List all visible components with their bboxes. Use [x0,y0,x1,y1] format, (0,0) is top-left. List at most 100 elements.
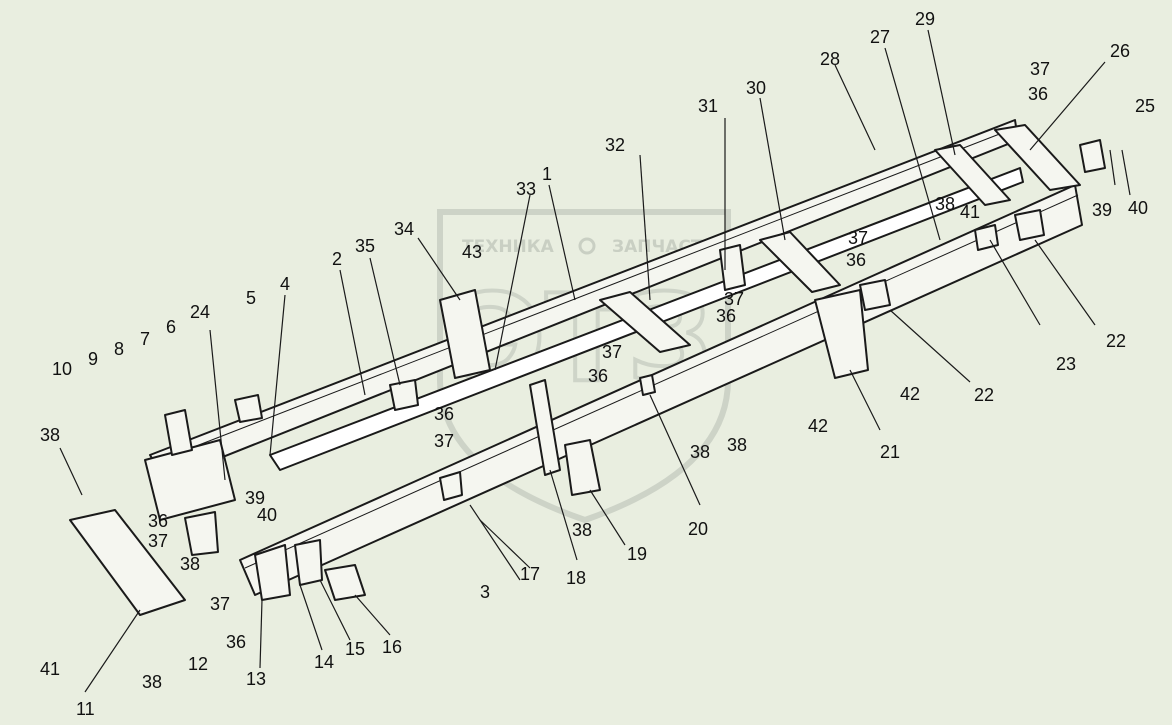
callout-36: 36 [148,511,168,531]
callout-41: 41 [960,202,980,222]
callout-14: 14 [314,652,334,672]
callout-21: 21 [880,442,900,462]
callout-38: 38 [142,672,162,692]
watermark-shield [437,209,731,524]
callout-39: 39 [1092,200,1112,220]
callout-42: 42 [900,384,920,404]
callout-37: 37 [434,431,454,451]
callout-37: 37 [724,289,744,309]
callout-35: 35 [355,236,375,256]
callout-36: 36 [846,250,866,270]
callout-38: 38 [727,435,747,455]
callout-40: 40 [1128,198,1148,218]
callout-38: 38 [935,194,955,214]
crossmember-30 [759,231,841,293]
callout-36: 36 [588,366,608,386]
callout-29: 29 [915,9,935,29]
callout-19: 19 [627,544,647,564]
callout-24: 24 [190,302,210,322]
bracket-14 [294,539,323,586]
callout-5: 5 [246,288,256,308]
callout-38: 38 [180,554,200,574]
callout-25: 25 [1135,96,1155,116]
bracket-23 [974,224,999,251]
callout-36: 36 [1028,84,1048,104]
callout-18: 18 [566,568,586,588]
callout-36: 36 [434,404,454,424]
bracket-34 [439,289,491,379]
callout-6: 6 [166,317,176,337]
callout-37: 37 [210,594,230,614]
bracket-22-upper [859,279,891,311]
callout-37: 37 [1030,59,1050,79]
callout-13: 13 [246,669,266,689]
callout-30: 30 [746,78,766,98]
callout-41: 41 [40,659,60,679]
bracket-5 [234,394,263,423]
callout-12: 12 [188,654,208,674]
callout-16: 16 [382,637,402,657]
callout-23: 23 [1056,354,1076,374]
crossmember-27 [934,144,1011,206]
callout-15: 15 [345,639,365,659]
callout-43: 43 [462,242,482,262]
callout-42: 42 [808,416,828,436]
callout-32: 32 [605,135,625,155]
callout-8: 8 [114,339,124,359]
bracket-35 [389,379,419,411]
spring-hanger-21 [814,289,869,379]
frame-parts [69,119,1106,616]
bracket-17 [439,471,463,501]
callout-38: 38 [690,442,710,462]
callout-22-lower: 22 [974,385,994,405]
rear-crossmember [994,124,1081,191]
callout-34: 34 [394,219,414,239]
callout-38: 38 [572,520,592,540]
bracket-20 [639,374,656,396]
callout-labels: 1 2 3 4 5 6 7 8 9 10 11 12 13 14 15 16 1… [40,9,1155,719]
callout-37: 37 [602,342,622,362]
callout-38: 38 [40,425,60,445]
callout-3: 3 [480,582,490,602]
front-crossmember [144,439,236,521]
callout-20: 20 [688,519,708,539]
callout-2: 2 [332,249,342,269]
callout-22-upper: 22 [1106,331,1126,351]
callout-26: 26 [1110,41,1130,61]
callout-33: 33 [516,179,536,199]
callout-31: 31 [698,96,718,116]
bracket-13 [254,544,291,601]
bracket-19 [564,439,601,496]
callout-36: 36 [716,306,736,326]
bracket-25 [1079,139,1106,173]
bumper-bar-11 [69,509,186,616]
watermark-brand-left: ТЕХНИКА [462,237,555,257]
callout-40: 40 [257,505,277,525]
bracket-12 [184,511,219,556]
callout-10: 10 [52,359,72,379]
callout-28: 28 [820,49,840,69]
bracket-18 [529,379,561,476]
bracket-22 [1014,209,1045,241]
bracket-16 [324,564,366,601]
callout-39: 39 [245,488,265,508]
callout-36: 36 [226,632,246,652]
callout-27: 27 [870,27,890,47]
left-rail-edge [154,127,1016,463]
gear-icon [578,237,596,255]
right-rail-edge [244,194,1079,569]
callout-7: 7 [140,329,150,349]
callout-37: 37 [148,531,168,551]
bracket-7 [164,409,193,456]
callout-11: 11 [76,699,95,719]
crossmember-32 [599,291,691,353]
callout-37: 37 [848,228,868,248]
callout-17: 17 [520,564,540,584]
bracket-31 [719,244,746,291]
callout-4: 4 [280,274,290,294]
callout-1: 1 [542,164,552,184]
leader-lines [59,29,1131,693]
callout-9: 9 [88,349,98,369]
